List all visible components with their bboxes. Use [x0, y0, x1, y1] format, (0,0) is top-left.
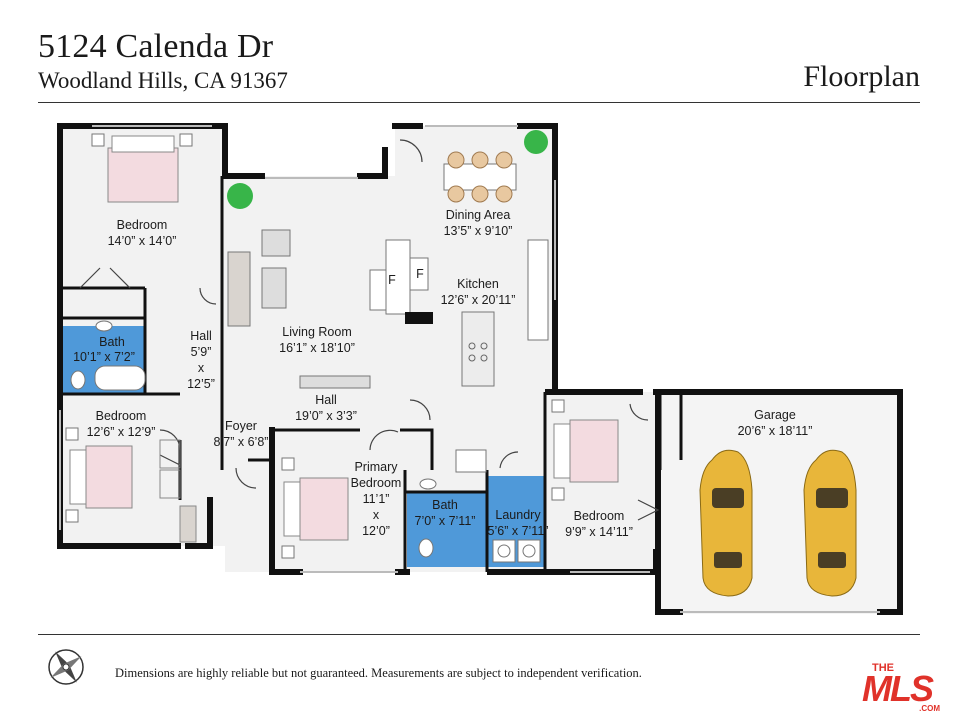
- windows: [59, 125, 880, 613]
- stove-icon: [468, 342, 488, 362]
- living-room-dims: 16’1” x 18’10”: [279, 341, 355, 355]
- kitchen-counters: [369, 239, 549, 473]
- header-rule: [38, 102, 920, 103]
- kitchen-name: Kitchen: [457, 277, 499, 291]
- primary-bedroom-dims-2: 12’0”: [362, 524, 390, 538]
- washer-dryer-icon: [492, 539, 541, 563]
- bath-1-name: Bath: [99, 335, 125, 349]
- bed-icon: [107, 135, 179, 203]
- primary-bedroom-dims: 11’1”: [363, 492, 390, 506]
- doors: [79, 139, 660, 521]
- hall-2-dims: 19’0” x 3’3”: [295, 409, 357, 423]
- foyer-dims: 8’7” x 6’8”: [214, 435, 269, 449]
- property-city: Woodland Hills, CA 91367: [38, 68, 288, 93]
- garage-name: Garage: [754, 408, 796, 422]
- toilet-icon: [70, 370, 434, 558]
- chair-icon: [261, 229, 371, 389]
- laundry-dims: 5’6” x 7’11”: [488, 524, 549, 538]
- property-address: 5124 Calenda Dr: [38, 28, 274, 65]
- bedroom-1-dims: 14’0” x 14’0”: [108, 234, 177, 248]
- hall-2-name: Hall: [315, 393, 337, 407]
- walls: [57, 123, 903, 615]
- kitchen-dims: 12’6” x 20’11”: [441, 293, 516, 307]
- bath-2-name: Bath: [432, 498, 458, 512]
- laundry-name: Laundry: [495, 508, 541, 522]
- bed-icon: [69, 445, 133, 509]
- room-labels: Bedroom 14’0” x 14’0” Bath 10’1” x 7’2” …: [73, 208, 812, 539]
- dining-table-icon: [443, 151, 517, 203]
- dining-name: Dining Area: [446, 208, 511, 222]
- foyer-name: Foyer: [225, 419, 257, 433]
- primary-bedroom-name: Primary: [354, 460, 398, 474]
- bedroom-3-dims: 9’9” x 14’11”: [565, 525, 633, 539]
- floorplan-label: Floorplan: [803, 60, 920, 93]
- nightstand-icons: [65, 133, 565, 559]
- primary-bedroom-x: x: [373, 508, 380, 522]
- dining-dims: 13’5” x 9’10”: [444, 224, 513, 238]
- mls-logo-com: .COM: [919, 704, 940, 713]
- fridge-label: F: [416, 267, 424, 281]
- garage-dims: 20’6” x 18’11”: [738, 424, 813, 438]
- bedroom-2-name: Bedroom: [96, 409, 147, 423]
- hall-1-x: x: [198, 361, 205, 375]
- plant-icons: [227, 130, 548, 209]
- closet-outlines: [159, 439, 197, 543]
- bedroom-1-name: Bedroom: [117, 218, 168, 232]
- sofa-icon: [227, 251, 251, 327]
- bed-icon: [553, 419, 619, 483]
- pillar-icon: [405, 312, 433, 324]
- fridge-label: F: [388, 273, 396, 287]
- hall-1-dims-2: 12’5”: [187, 377, 215, 391]
- primary-bedroom-name-2: Bedroom: [351, 476, 402, 490]
- compass-icon: [48, 649, 84, 685]
- bathtub-icon: [94, 365, 146, 391]
- mls-logo-the: THE: [872, 662, 894, 674]
- disclaimer-text: Dimensions are highly reliable but not g…: [115, 666, 642, 680]
- car-icon: [699, 449, 753, 597]
- hall-1-name: Hall: [190, 329, 212, 343]
- living-room-name: Living Room: [282, 325, 351, 339]
- bed-icon: [283, 477, 349, 541]
- sink-icon: [95, 320, 437, 490]
- footer-rule: [38, 634, 920, 635]
- mls-logo: THE MLS .COM: [860, 662, 940, 718]
- hall-1-dims: 5’9”: [191, 345, 212, 359]
- bedroom-2-dims: 12’6” x 12’9”: [87, 425, 156, 439]
- bedroom-3-name: Bedroom: [574, 509, 625, 523]
- mls-logo-mls: MLS: [862, 668, 934, 709]
- bath-1-dims: 10’1” x 7’2”: [73, 350, 135, 364]
- car-icon: [803, 449, 857, 597]
- bath-2-dims: 7’0” x 7’11”: [415, 514, 476, 528]
